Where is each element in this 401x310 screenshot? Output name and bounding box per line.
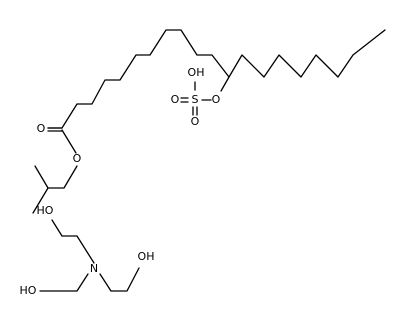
octyl-chain: [228, 29, 386, 78]
label-o-sulfo-left: O: [171, 93, 180, 106]
isobutyl-chain: [32, 165, 78, 214]
label-o-ester: O: [73, 152, 82, 165]
fatty-chain: [47, 29, 230, 129]
label-ho-top: HO: [37, 204, 54, 217]
alkyl-chain-bonds: [47, 29, 386, 129]
sulfonate-bonds: [180, 76, 230, 116]
triethanolamine-bonds: [39, 219, 140, 292]
label-o-ether: O: [212, 93, 221, 106]
arm-left: [39, 273, 89, 292]
arm-top: [51, 219, 95, 264]
atom-labels: OH S O O O O O HO N OH HO: [20, 66, 221, 297]
label-o-sulfo-bottom: O: [191, 115, 200, 128]
label-o-carbonyl: O: [37, 122, 46, 135]
label-oh-right: OH: [138, 250, 155, 263]
label-s: S: [192, 93, 199, 106]
label-ho-bottom: HO: [20, 284, 37, 297]
isobutyl-branch: [34, 165, 49, 189]
arm-right: [99, 267, 140, 292]
bond-c-o: [220, 76, 230, 92]
label-n: N: [90, 262, 98, 275]
ester-bonds: [32, 127, 78, 214]
bond-c-o-ester: [61, 129, 77, 154]
label-oh-sulfo: OH: [188, 66, 205, 79]
